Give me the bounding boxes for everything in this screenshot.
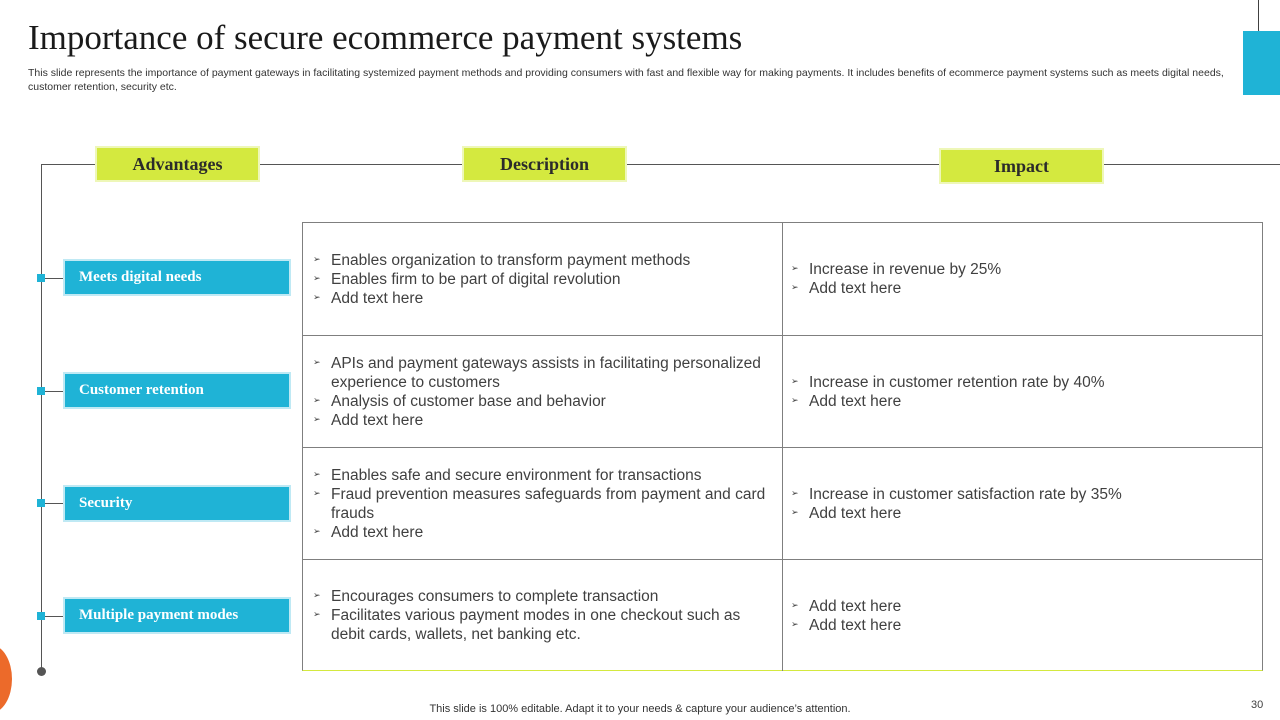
bullet-item: Add text here bbox=[313, 289, 770, 308]
bullet-item: Enables safe and secure environment for … bbox=[313, 466, 770, 485]
bullet-item: Fraud prevention measures safeguards fro… bbox=[313, 485, 770, 523]
bullet-item: Increase in customer retention rate by 4… bbox=[791, 373, 1250, 392]
description-cell: Enables organization to transform paymen… bbox=[303, 223, 783, 335]
bullet-item: Add text here bbox=[791, 616, 1250, 635]
bullet-item: Add text here bbox=[791, 392, 1250, 411]
bullet-item: Add text here bbox=[791, 597, 1250, 616]
bullet-item: Add text here bbox=[791, 504, 1250, 523]
bullet-item: Add text here bbox=[791, 279, 1250, 298]
table-row: APIs and payment gateways assists in fac… bbox=[303, 335, 1262, 447]
timeline-node bbox=[37, 274, 45, 282]
impact-cell: Increase in customer satisfaction rate b… bbox=[783, 448, 1262, 559]
impact-cell: Add text here Add text here bbox=[783, 560, 1262, 671]
benefits-table: Enables organization to transform paymen… bbox=[302, 222, 1263, 671]
connector-line bbox=[41, 503, 63, 504]
bullet-item: Increase in revenue by 25% bbox=[791, 260, 1250, 279]
slide-title: Importance of secure ecommerce payment s… bbox=[28, 18, 743, 57]
timeline-end-dot bbox=[37, 667, 46, 676]
description-cell: Encourages consumers to complete transac… bbox=[303, 560, 783, 671]
bullet-item: Enables firm to be part of digital revol… bbox=[313, 270, 770, 289]
orange-circle-decoration bbox=[0, 645, 12, 713]
description-cell: Enables safe and secure environment for … bbox=[303, 448, 783, 559]
slide-subtitle: This slide represents the importance of … bbox=[28, 67, 1224, 93]
corner-decoration-outline bbox=[1258, 0, 1280, 34]
bullet-item: Encourages consumers to complete transac… bbox=[313, 587, 770, 606]
bullet-item: Add text here bbox=[313, 523, 770, 542]
advantage-label-customer-retention: Customer retention bbox=[63, 372, 291, 409]
timeline-vertical-line bbox=[41, 164, 42, 670]
header-impact: Impact bbox=[939, 148, 1104, 184]
connector-line bbox=[41, 616, 63, 617]
page-number: 30 bbox=[1251, 699, 1264, 711]
bullet-item: Add text here bbox=[313, 411, 770, 430]
corner-decoration-block bbox=[1243, 31, 1280, 95]
table-row: Enables organization to transform paymen… bbox=[303, 223, 1262, 335]
advantage-label-multiple-payment-modes: Multiple payment modes bbox=[63, 597, 291, 634]
header-description: Description bbox=[462, 146, 627, 182]
impact-cell: Increase in customer retention rate by 4… bbox=[783, 336, 1262, 447]
bullet-item: Increase in customer satisfaction rate b… bbox=[791, 485, 1250, 504]
header-advantages: Advantages bbox=[95, 146, 260, 182]
bullet-item: Enables organization to transform paymen… bbox=[313, 251, 770, 270]
header-connector-line bbox=[41, 164, 1280, 165]
table-row: Enables safe and secure environment for … bbox=[303, 447, 1262, 559]
bullet-item: APIs and payment gateways assists in fac… bbox=[313, 354, 770, 392]
bullet-item: Facilitates various payment modes in one… bbox=[313, 606, 770, 644]
timeline-node bbox=[37, 499, 45, 507]
bullet-item: Analysis of customer base and behavior bbox=[313, 392, 770, 411]
advantage-label-security: Security bbox=[63, 485, 291, 522]
advantage-label-meets-digital-needs: Meets digital needs bbox=[63, 259, 291, 296]
timeline-node bbox=[37, 612, 45, 620]
impact-cell: Increase in revenue by 25% Add text here bbox=[783, 223, 1262, 335]
connector-line bbox=[41, 278, 63, 279]
description-cell: APIs and payment gateways assists in fac… bbox=[303, 336, 783, 447]
timeline-node bbox=[37, 387, 45, 395]
connector-line bbox=[41, 391, 63, 392]
footer-note: This slide is 100% editable. Adapt it to… bbox=[429, 703, 851, 715]
table-row: Encourages consumers to complete transac… bbox=[303, 559, 1262, 671]
